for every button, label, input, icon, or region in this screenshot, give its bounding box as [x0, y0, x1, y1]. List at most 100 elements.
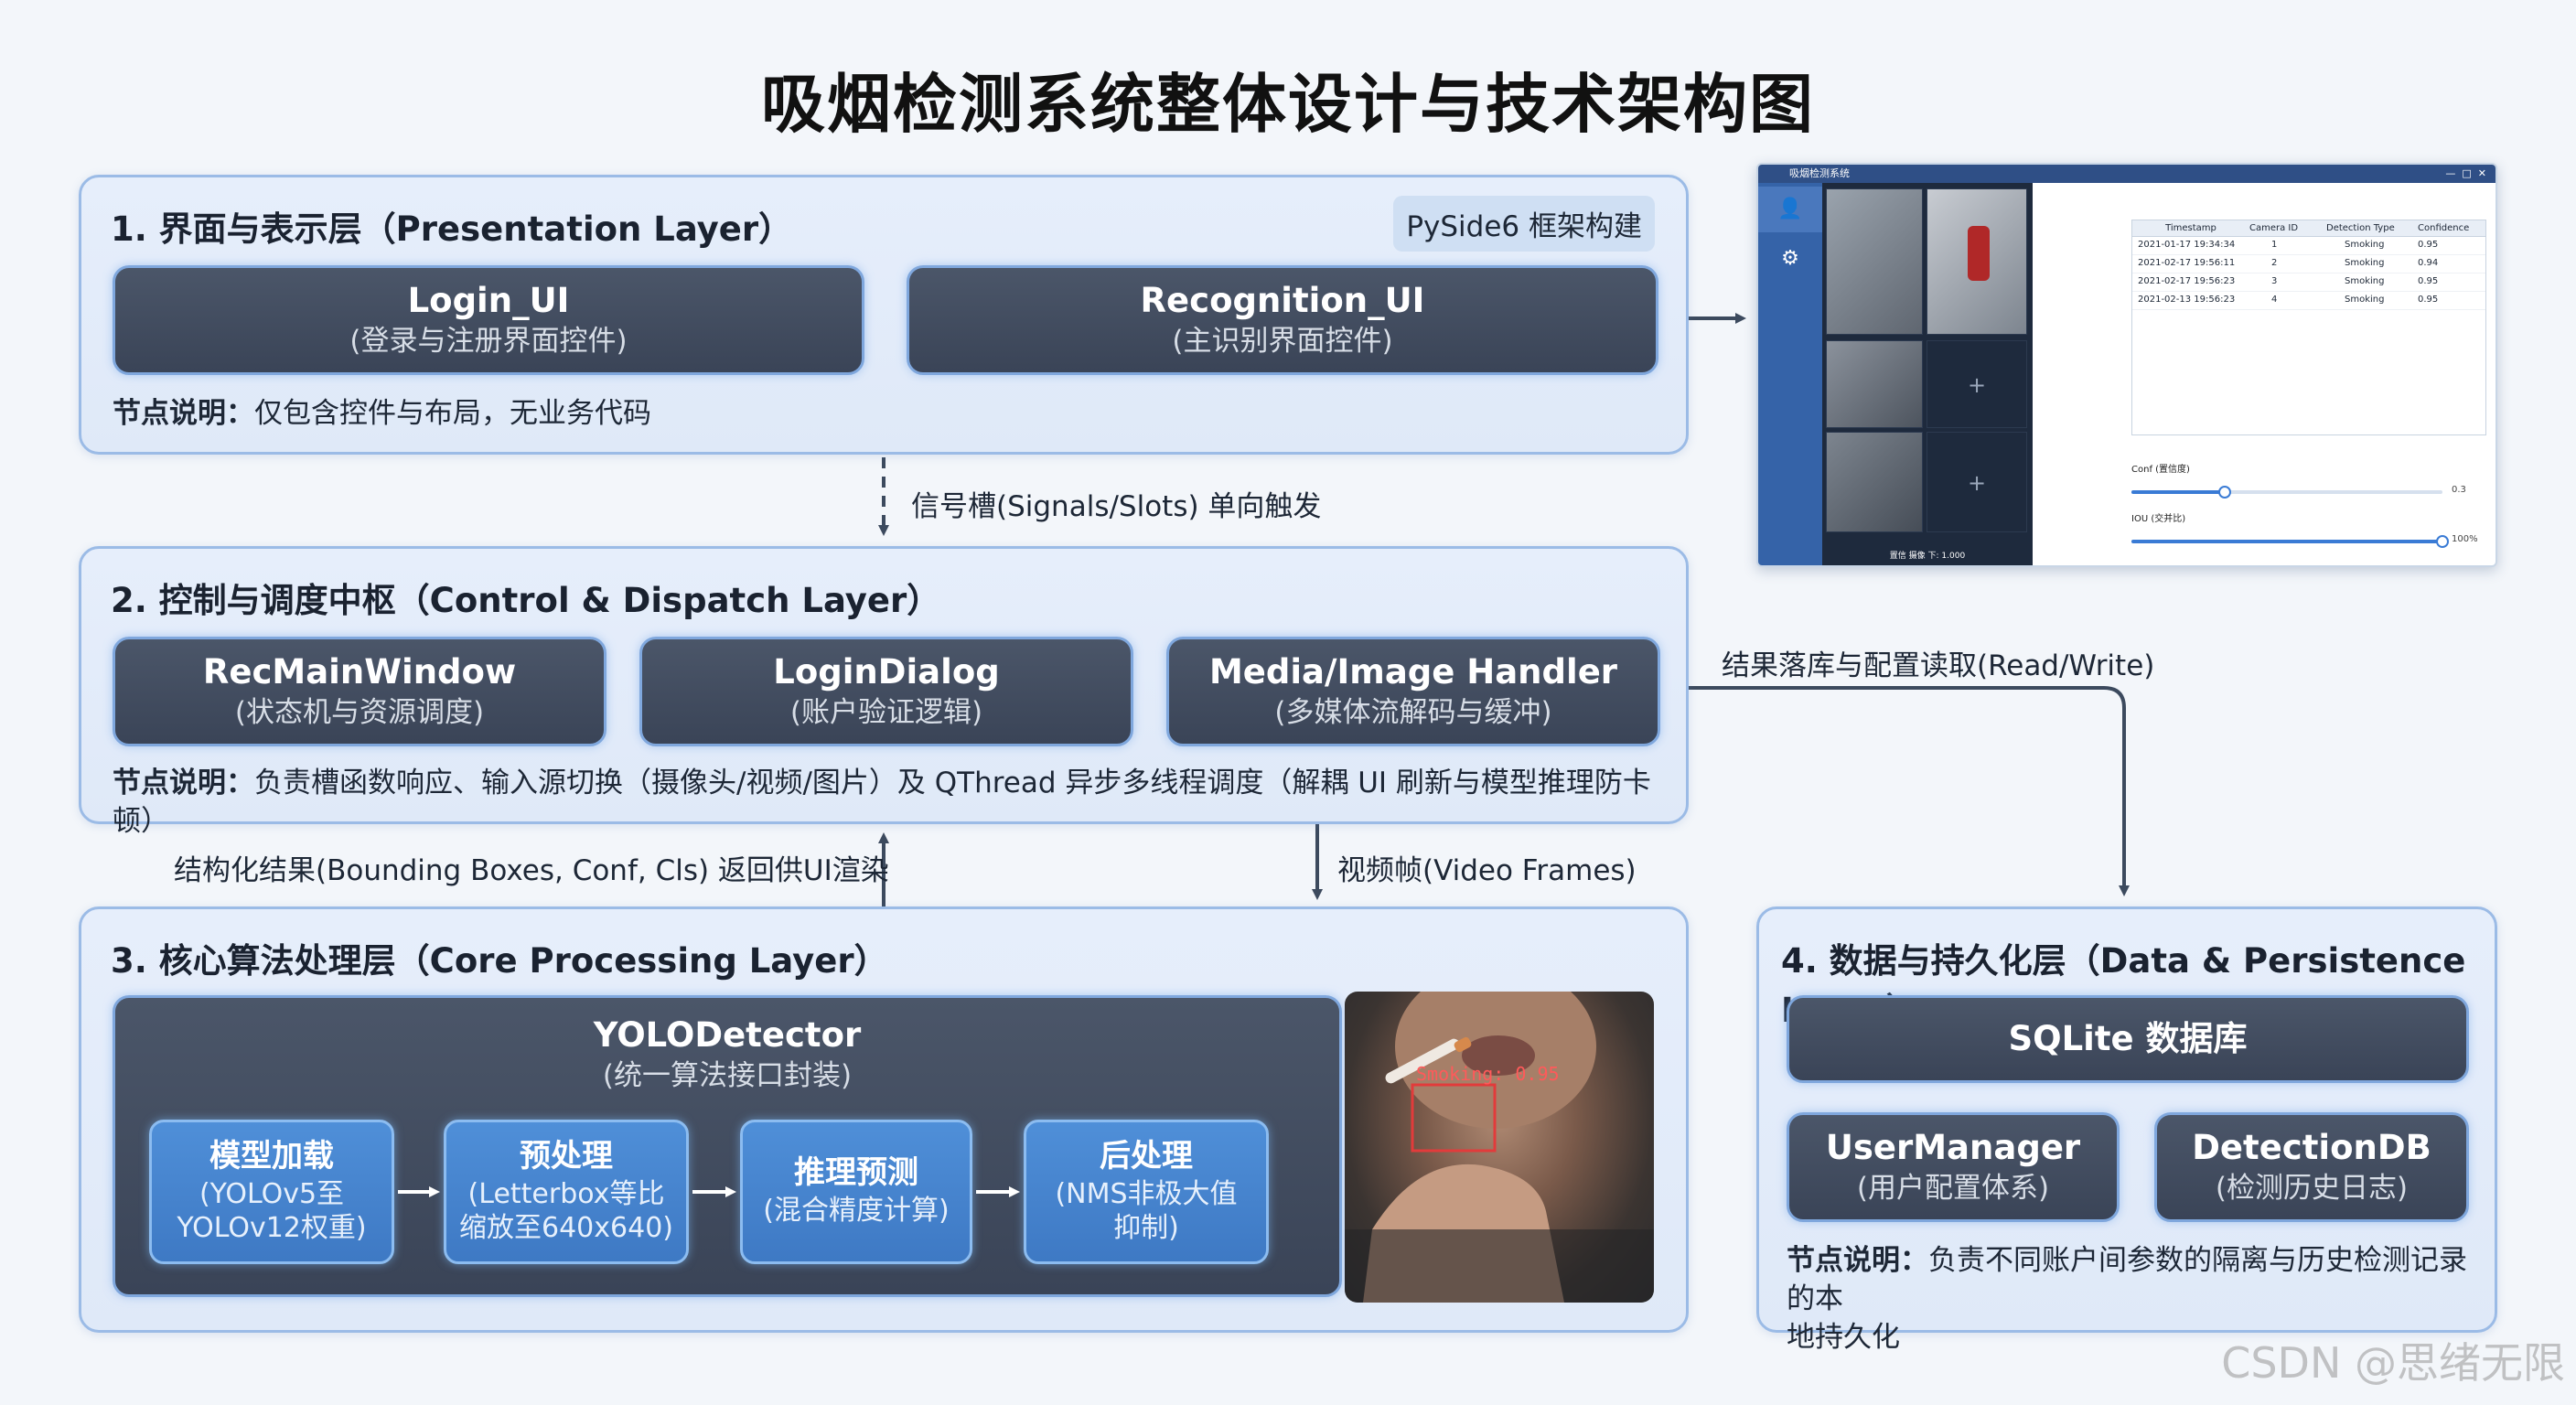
table-cell: 0.95 — [2418, 276, 2439, 286]
table-cell: 3 — [2271, 276, 2278, 286]
usermanager-node[interactable]: UserManager (用户配置体系) — [1787, 1112, 2120, 1222]
conf-value: 0.3 — [2452, 485, 2466, 495]
node-name: YOLODetector — [593, 1015, 862, 1055]
node-desc: (统一算法接口封装) — [602, 1058, 853, 1092]
step-name: 推理预测 — [794, 1154, 918, 1192]
table-cell: Smoking — [2345, 240, 2385, 250]
node-desc: (检测历史日志) — [2215, 1171, 2409, 1205]
note-text: 仅包含控件与布局，无业务代码 — [254, 397, 651, 430]
table-row[interactable]: 2021-01-17 19:34:34 1 Smoking 0.95 — [2132, 237, 2485, 255]
gear-icon[interactable]: ⚙ — [1781, 247, 1799, 270]
step-desc: YOLOv12权重) — [177, 1211, 367, 1244]
table-row[interactable]: 2021-02-13 19:56:23 4 Smoking 0.95 — [2132, 292, 2485, 310]
table-cell: 2021-02-13 19:56:23 — [2138, 295, 2236, 305]
table-row[interactable]: 2021-02-17 19:56:23 3 Smoking 0.95 — [2132, 273, 2485, 292]
app-screenshot: 吸烟检测系统 — □ ✕ 👤 ⚙ + + 置信 摄像 下: 1.000 Time… — [1756, 163, 2497, 567]
node-name: Recognition_UI — [1140, 281, 1425, 321]
layer-title: 3. 核心算法处理层（Core Processing Layer） — [111, 941, 888, 981]
recognition-ui-node[interactable]: Recognition_UI (主识别界面控件) — [907, 265, 1658, 375]
page-title: 吸烟检测系统整体设计与技术架构图 — [761, 67, 1815, 142]
arrow-read-write — [1689, 686, 2130, 896]
camera-feed — [1927, 188, 2027, 335]
photo-illustration: Smoking: 0.95 — [1345, 992, 1654, 1303]
detection-label: Smoking: 0.95 — [1416, 1063, 1560, 1085]
screenshot-sidebar: 👤 ⚙ — [1758, 183, 1822, 565]
node-desc: (账户验证逻辑) — [789, 695, 983, 729]
camera-feed — [1826, 188, 1923, 335]
preprocess-step[interactable]: 预处理 (Letterbox等比 缩放至640x640) — [444, 1120, 689, 1264]
table-cell: Smoking — [2345, 258, 2385, 268]
node-name: LoginDialog — [773, 652, 1000, 692]
table-cell: 0.94 — [2418, 258, 2439, 268]
data-persistence-layer: 4. 数据与持久化层（Data & Persistence Layer） SQL… — [1756, 906, 2497, 1354]
camera-feed — [1826, 432, 1923, 532]
conf-slider-knob[interactable] — [2218, 486, 2231, 499]
flow-label-results: 结构化结果(Bounding Boxes, Conf, Cls) 返回供UI渲染 — [174, 854, 889, 887]
step-name: 模型加载 — [209, 1137, 334, 1174]
node-desc: (用户配置体系) — [1856, 1171, 2050, 1205]
logindialog-node[interactable]: LoginDialog (账户验证逻辑) — [639, 637, 1133, 746]
layer-note: 节点说明：负责槽函数响应、输入源切换（摄像头/视频/图片）及 QThread 异… — [113, 765, 1686, 842]
recmainwindow-node[interactable]: RecMainWindow (状态机与资源调度) — [113, 637, 606, 746]
login-ui-node[interactable]: Login_UI (登录与注册界面控件) — [113, 265, 864, 375]
inference-step[interactable]: 推理预测 (混合精度计算) — [740, 1120, 972, 1264]
camera-feed — [1826, 340, 1923, 428]
sqlite-db-node[interactable]: SQLite 数据库 — [1787, 995, 2469, 1083]
control-layer: 2. 控制与调度中枢（Control & Dispatch Layer） Rec… — [79, 546, 1689, 838]
conf-slider[interactable] — [2131, 486, 2442, 499]
window-controls: — □ ✕ — [2445, 167, 2486, 179]
table-row[interactable]: 2021-02-17 19:56:11 2 Smoking 0.94 — [2132, 255, 2485, 273]
table-cell: 2021-02-17 19:56:11 — [2138, 258, 2236, 268]
node-name: Media/Image Handler — [1208, 652, 1618, 692]
column-header: Timestamp — [2165, 223, 2216, 233]
flow-label-read-write: 结果落库与配置读取(Read/Write) — [1722, 649, 2155, 682]
table-cell: 0.95 — [2418, 295, 2439, 305]
iou-slider-fill — [2131, 540, 2442, 543]
table-cell: 0.95 — [2418, 240, 2439, 250]
step-desc: (混合精度计算) — [763, 1195, 950, 1228]
column-header: Confidence — [2418, 223, 2470, 233]
media-handler-node[interactable]: Media/Image Handler (多媒体流解码与缓冲) — [1166, 637, 1660, 746]
layer-note: 节点说明：仅包含控件与布局，无业务代码 — [113, 395, 651, 434]
postprocess-step[interactable]: 后处理 (NMS非极大值 抑制) — [1024, 1120, 1269, 1264]
camera-grid: + + — [1822, 183, 2033, 565]
table-cell: 4 — [2271, 295, 2278, 305]
table-header: Timestamp Camera ID Detection Type Confi… — [2132, 220, 2485, 237]
camera-empty[interactable]: + — [1927, 340, 2027, 428]
step-name: 后处理 — [1100, 1137, 1193, 1174]
iou-slider[interactable] — [2131, 535, 2449, 548]
presentation-layer: 1. 界面与表示层（Presentation Layer） PySide6 框架… — [79, 175, 1689, 455]
note-label: 节点说明： — [113, 397, 254, 430]
table-cell: Smoking — [2345, 295, 2385, 305]
step-name: 预处理 — [520, 1137, 613, 1174]
smoking-detection-photo: Smoking: 0.95 — [1345, 992, 1654, 1303]
conf-label: Conf (置信度) — [2131, 465, 2190, 475]
step-desc: (Letterbox等比 — [467, 1177, 665, 1210]
detectiondb-node[interactable]: DetectionDB (检测历史日志) — [2154, 1112, 2469, 1222]
iou-slider-knob[interactable] — [2436, 535, 2449, 548]
plus-icon: + — [1967, 372, 1987, 398]
node-name: RecMainWindow — [202, 652, 517, 692]
plus-icon: + — [1967, 470, 1987, 496]
conf-slider-fill — [2131, 490, 2225, 494]
flow-label-video-frames: 视频帧(Video Frames) — [1337, 854, 1637, 887]
column-header: Detection Type — [2326, 223, 2395, 233]
camera-caption: 置信 摄像 下: 1.000 — [1889, 552, 1966, 561]
table-cell: 2021-01-17 19:34:34 — [2138, 240, 2236, 250]
node-desc: (多媒体流解码与缓冲) — [1274, 695, 1552, 729]
detection-table: Timestamp Camera ID Detection Type Confi… — [2131, 220, 2486, 435]
model-loading-step[interactable]: 模型加载 (YOLOv5至 YOLOv12权重) — [149, 1120, 394, 1264]
node-name: DetectionDB — [2192, 1128, 2431, 1168]
pipeline-arrows — [398, 1186, 1020, 1197]
camera-empty[interactable]: + — [1927, 432, 2027, 532]
window-title: 吸烟检测系统 — [1758, 165, 2496, 183]
node-name: Login_UI — [407, 281, 570, 321]
table-cell: 1 — [2271, 240, 2278, 250]
note-text: 地持久化 — [1787, 1320, 1900, 1354]
node-name: UserManager — [1825, 1128, 2081, 1168]
step-desc: (NMS非极大值 — [1055, 1177, 1238, 1210]
step-desc: 抑制) — [1113, 1211, 1179, 1244]
column-header: Camera ID — [2249, 223, 2299, 233]
person-icon[interactable]: 👤 — [1758, 187, 1822, 232]
table-cell: 2021-02-17 19:56:23 — [2138, 276, 2236, 286]
